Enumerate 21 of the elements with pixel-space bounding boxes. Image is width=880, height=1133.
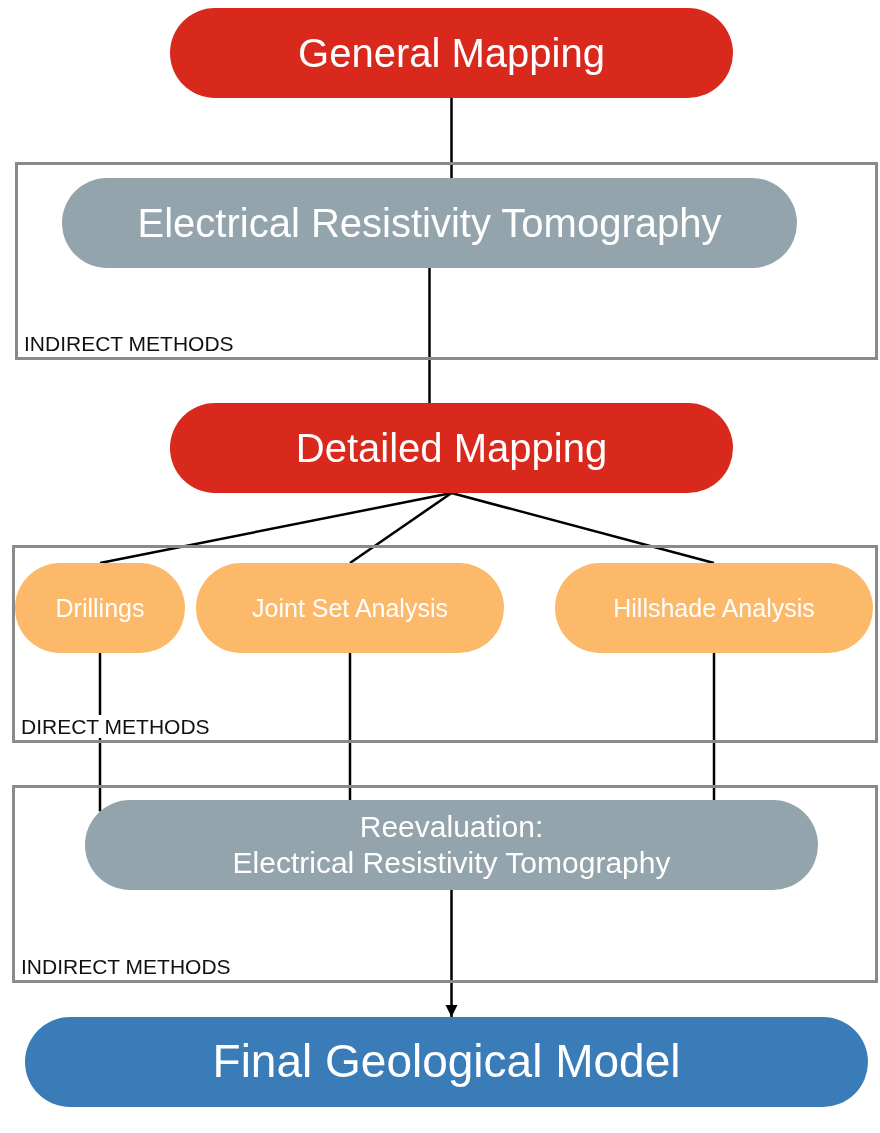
connector-line	[712, 653, 716, 800]
connector-line	[428, 268, 431, 403]
group-frame	[12, 785, 878, 983]
connector-line	[450, 98, 453, 178]
node-label: Reevaluation:	[359, 809, 544, 845]
node-label: Electrical Resistivity Tomography	[137, 200, 722, 247]
group-frame	[15, 162, 878, 360]
connector-line	[349, 491, 453, 565]
method-pill	[15, 563, 185, 653]
node-label: General Mapping	[298, 30, 605, 77]
node-label: Drillings	[55, 593, 145, 623]
node-label: Joint Set Analysis	[252, 593, 448, 623]
connector-line	[348, 653, 352, 800]
node-label: Electrical Resistivity Tomography	[232, 845, 671, 881]
arrow	[445, 890, 458, 1017]
group-frame	[12, 545, 878, 743]
node-label: Final Geological Model	[212, 1034, 681, 1090]
group-label: DIRECT METHODS	[21, 714, 210, 738]
method-pill	[555, 563, 873, 653]
node-label: Hillshade Analysis	[613, 593, 815, 623]
node-label: Detailed Mapping	[295, 425, 608, 472]
